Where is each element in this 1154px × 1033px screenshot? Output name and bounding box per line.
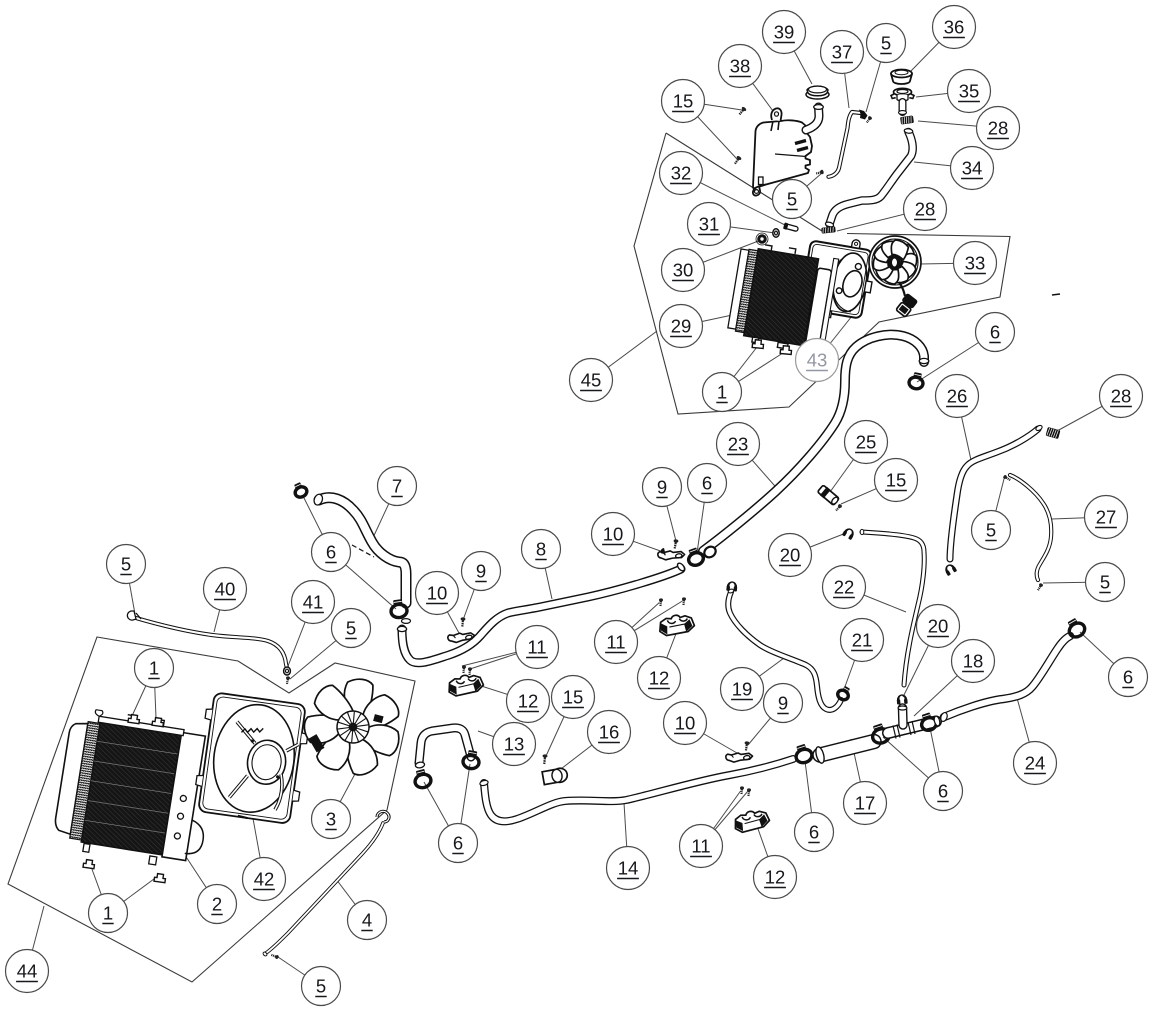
svg-text:11: 11 [691, 836, 710, 857]
svg-text:40: 40 [215, 579, 236, 600]
svg-text:7: 7 [392, 476, 402, 497]
svg-text:1: 1 [103, 903, 113, 924]
svg-text:28: 28 [915, 199, 936, 220]
svg-text:28: 28 [1111, 386, 1132, 407]
svg-text:12: 12 [765, 867, 786, 888]
svg-text:6: 6 [809, 822, 819, 843]
svg-text:45: 45 [581, 370, 602, 391]
svg-text:42: 42 [254, 869, 275, 890]
svg-text:9: 9 [657, 477, 667, 498]
svg-text:15: 15 [563, 687, 584, 708]
svg-text:16: 16 [599, 722, 620, 743]
svg-text:11: 11 [606, 632, 625, 653]
svg-text:29: 29 [671, 316, 692, 337]
svg-text:34: 34 [962, 158, 983, 179]
svg-text:4: 4 [362, 910, 372, 931]
svg-text:5: 5 [881, 33, 891, 54]
svg-text:18: 18 [963, 651, 984, 672]
svg-text:6: 6 [1123, 667, 1133, 688]
svg-text:24: 24 [1025, 753, 1046, 774]
svg-text:5: 5 [787, 189, 797, 210]
svg-text:1: 1 [149, 658, 159, 679]
svg-text:10: 10 [675, 713, 696, 734]
svg-text:10: 10 [427, 583, 448, 604]
svg-text:21: 21 [852, 630, 873, 651]
svg-text:38: 38 [730, 56, 751, 77]
svg-text:25: 25 [856, 432, 877, 453]
svg-text:15: 15 [673, 91, 694, 112]
svg-text:20: 20 [928, 616, 949, 637]
svg-text:9: 9 [476, 561, 486, 582]
svg-text:5: 5 [1100, 572, 1110, 593]
svg-text:35: 35 [959, 81, 980, 102]
svg-text:23: 23 [728, 434, 749, 455]
svg-text:13: 13 [504, 734, 525, 755]
svg-text:26: 26 [947, 386, 968, 407]
svg-text:1: 1 [717, 382, 727, 403]
svg-text:5: 5 [316, 976, 326, 997]
svg-text:6: 6 [453, 833, 463, 854]
svg-text:36: 36 [944, 17, 965, 38]
svg-text:17: 17 [855, 793, 876, 814]
svg-text:11: 11 [527, 637, 546, 658]
svg-text:12: 12 [518, 691, 539, 712]
svg-text:37: 37 [832, 42, 853, 63]
svg-text:5: 5 [121, 554, 131, 575]
svg-text:8: 8 [536, 539, 546, 560]
svg-text:27: 27 [1096, 507, 1117, 528]
svg-text:22: 22 [834, 577, 855, 598]
svg-text:6: 6 [990, 322, 1000, 343]
svg-text:5: 5 [986, 520, 996, 541]
svg-text:2: 2 [212, 894, 222, 915]
svg-text:10: 10 [603, 524, 624, 545]
svg-text:20: 20 [780, 545, 801, 566]
svg-text:6: 6 [326, 542, 336, 563]
svg-text:41: 41 [303, 592, 324, 613]
svg-text:6: 6 [938, 781, 948, 802]
svg-text:30: 30 [673, 260, 694, 281]
svg-text:44: 44 [17, 961, 38, 982]
svg-text:31: 31 [699, 214, 720, 235]
svg-text:39: 39 [774, 22, 795, 43]
svg-text:15: 15 [886, 470, 907, 491]
svg-text:9: 9 [778, 693, 788, 714]
svg-text:5: 5 [346, 618, 356, 639]
svg-text:28: 28 [988, 118, 1009, 139]
svg-text:32: 32 [671, 163, 692, 184]
svg-text:33: 33 [965, 253, 986, 274]
svg-text:14: 14 [618, 858, 639, 879]
svg-text:43: 43 [807, 350, 828, 371]
svg-text:3: 3 [326, 809, 336, 830]
svg-text:6: 6 [702, 473, 712, 494]
svg-text:12: 12 [649, 668, 670, 689]
svg-text:19: 19 [732, 679, 753, 700]
